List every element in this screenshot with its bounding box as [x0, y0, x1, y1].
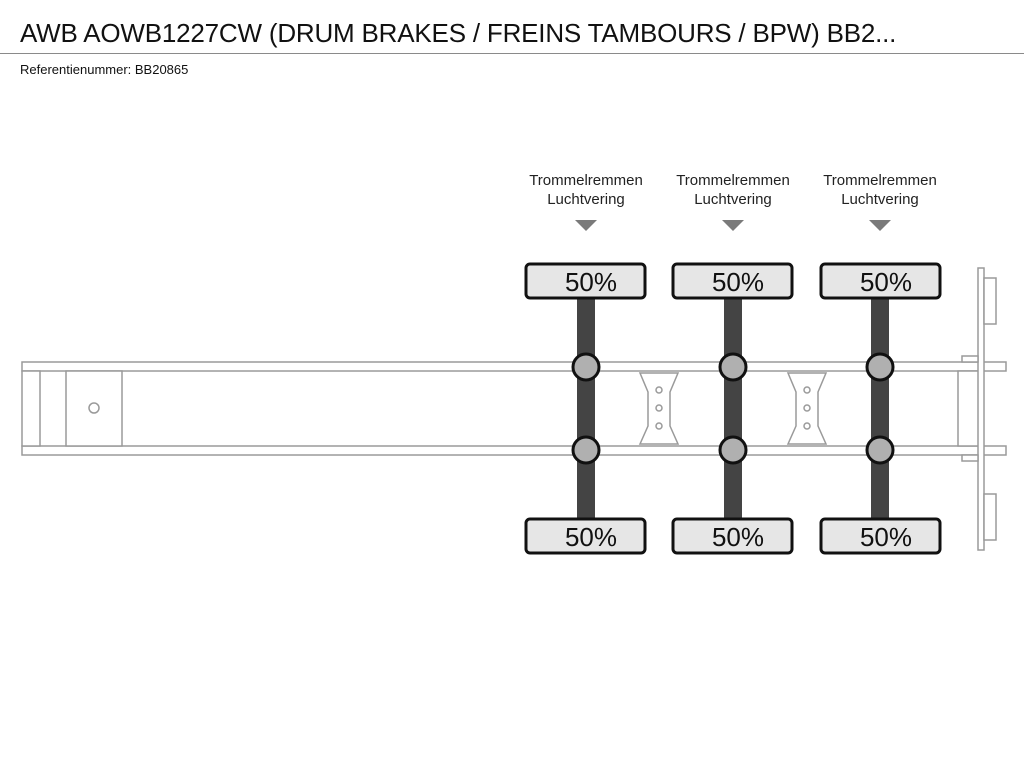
- frame-rear-end: [957, 370, 981, 447]
- axle-1-hub-top: [571, 352, 601, 382]
- rear-light-left: [983, 277, 997, 325]
- axle-3-brake-label: Trommelremmen: [823, 172, 937, 189]
- axle-2-top-percentage: 50%: [712, 267, 764, 297]
- kingpin-icon: [88, 402, 100, 414]
- axle-3-hub-bottom: [865, 435, 895, 465]
- down-arrow-icon: [722, 220, 744, 231]
- axle-2-beam: [724, 296, 742, 521]
- axle-2: Trommelremmen Luchtvering 50% 50%: [671, 172, 794, 555]
- bolt-icon: [803, 422, 811, 430]
- axle-1-top-tire: [524, 262, 647, 300]
- reference-number: Referentienummer: BB20865: [20, 62, 189, 77]
- rear-bracket-top: [961, 355, 979, 363]
- axle-2-hub-top: [718, 352, 748, 382]
- chassis-frame: [21, 267, 1007, 551]
- bolt-icon: [655, 386, 663, 394]
- axle-2-top-tire: [671, 262, 794, 300]
- page-title: AWB AOWB1227CW (DRUM BRAKES / FREINS TAM…: [20, 18, 897, 48]
- axle-1-brake-label: Trommelremmen: [529, 172, 643, 189]
- axle-1-hub-bottom: [571, 435, 601, 465]
- frame-top-rail: [21, 361, 1007, 372]
- rear-bracket-bottom: [961, 454, 979, 462]
- bolt-icon: [655, 422, 663, 430]
- bolt-icon: [803, 404, 811, 412]
- axle-3-bottom-percentage: 50%: [860, 522, 912, 552]
- axle-1-bottom-percentage: 50%: [565, 522, 617, 552]
- axle-1-suspension-label: Luchtvering: [547, 191, 625, 208]
- cross-members: [638, 372, 828, 445]
- axle-1-bottom-tire: [524, 517, 647, 555]
- axle-3-hub-top: [865, 352, 895, 382]
- axle-3: Trommelremmen Luchtvering 50% 50%: [819, 172, 942, 555]
- axle-3-bottom-tire: [819, 517, 942, 555]
- axle-2-bottom-percentage: 50%: [712, 522, 764, 552]
- axle-3-suspension-label: Luchtvering: [841, 191, 919, 208]
- axle-3-top-tire: [819, 262, 942, 300]
- axle-1: Trommelremmen Luchtvering 50% 50%: [524, 172, 647, 555]
- down-arrow-icon: [575, 220, 597, 231]
- axle-2-hub-bottom: [718, 435, 748, 465]
- axle-3-top-percentage: 50%: [860, 267, 912, 297]
- rear-bumper: [977, 267, 985, 551]
- bolt-icon: [655, 404, 663, 412]
- down-arrow-icon: [869, 220, 891, 231]
- axle-2-bottom-tire: [671, 517, 794, 555]
- frame-front-end: [21, 370, 41, 447]
- axle-2-suspension-label: Luchtvering: [694, 191, 772, 208]
- axle-3-beam: [871, 296, 889, 521]
- bolt-icon: [803, 386, 811, 394]
- frame-bottom-rail: [21, 445, 1007, 456]
- axle-2-brake-label: Trommelremmen: [676, 172, 790, 189]
- rear-light-right: [983, 493, 997, 541]
- title-divider: [0, 53, 1024, 54]
- axle-1-beam: [577, 296, 595, 521]
- axle-1-top-percentage: 50%: [565, 267, 617, 297]
